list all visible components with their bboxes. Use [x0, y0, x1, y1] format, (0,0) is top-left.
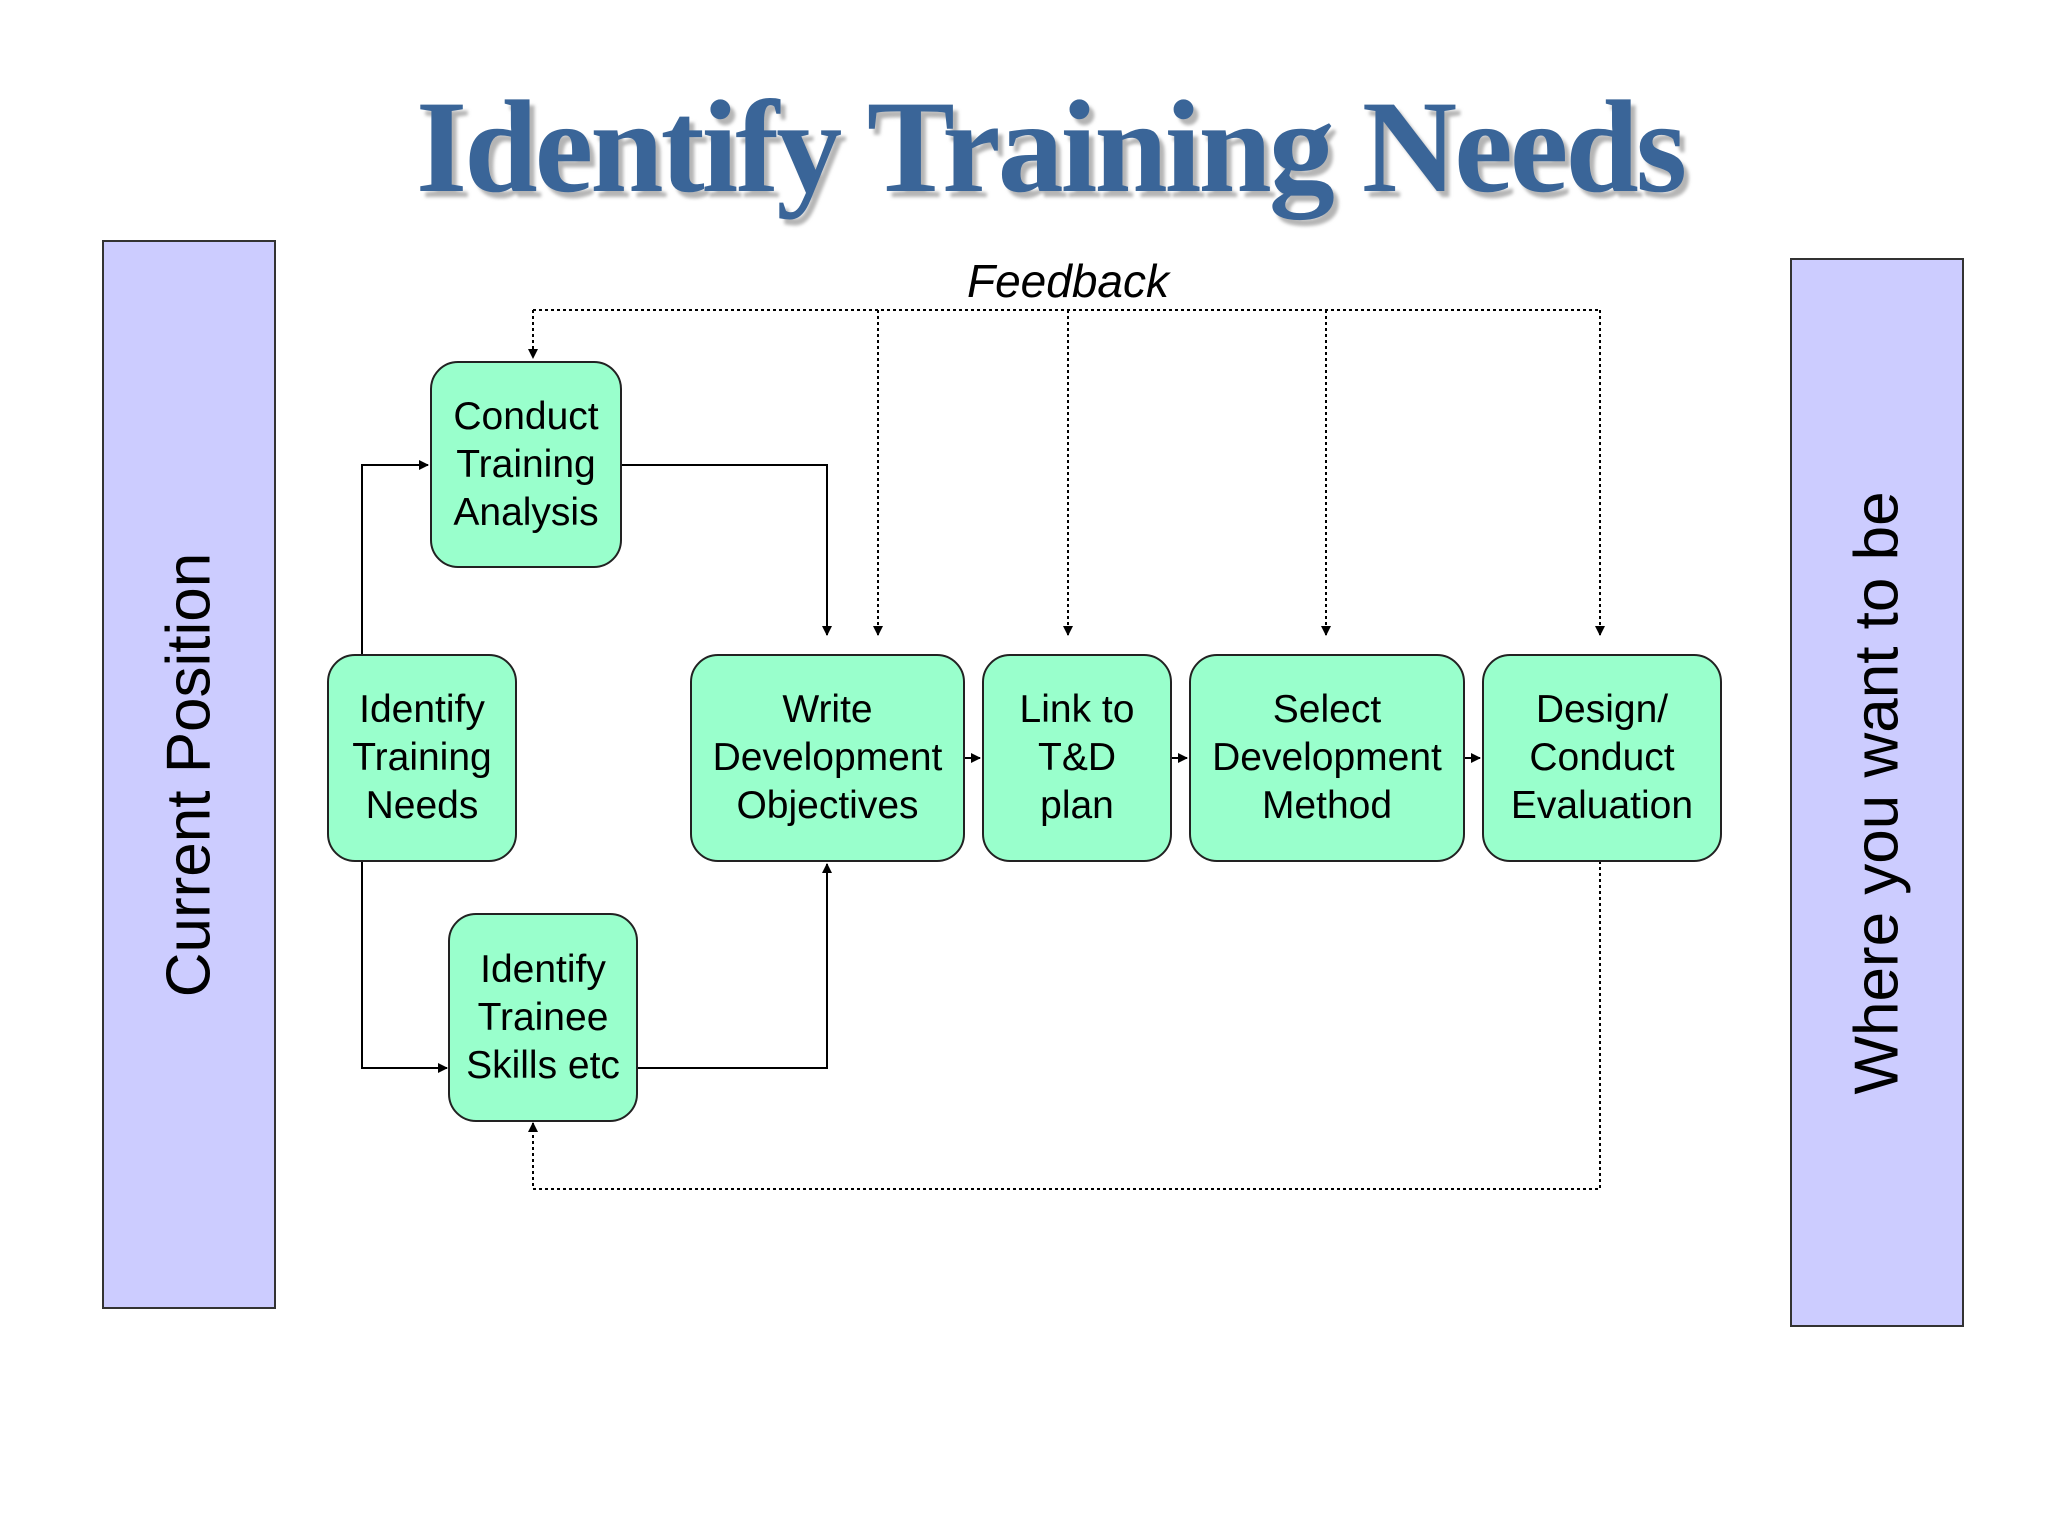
- feedback-loop-top: [528, 309, 1605, 636]
- arrow-needs-to-analysis: [361, 460, 429, 655]
- feedback-loop-bottom: [528, 861, 1601, 1190]
- page-title: Identify Training Needs: [415, 73, 1687, 220]
- node-identify-trainee-skills: Identify Trainee Skills etc: [448, 913, 638, 1122]
- current-position-bar: Current Position: [102, 240, 276, 1309]
- node-conduct-training-analysis: Conduct Training Analysis: [430, 361, 622, 568]
- arrow-needs-to-skills: [361, 861, 448, 1073]
- node-identify-training-needs: Identify Training Needs: [327, 654, 517, 862]
- arrow-skills-to-objectives: [638, 863, 832, 1069]
- node-write-development-objectives: Write Development Objectives: [690, 654, 965, 862]
- feedback-arrow-trainee-skills: [528, 861, 1601, 1190]
- process-flow: [361, 460, 1481, 1073]
- arrow-analysis-to-objectives: [620, 464, 832, 636]
- where-you-want-to-be-bar: Where you want to be: [1790, 258, 1964, 1327]
- node-select-development-method: Select Development Method: [1189, 654, 1465, 862]
- node-link-to-td-plan: Link to T&D plan: [982, 654, 1172, 862]
- node-design-conduct-evaluation: Design/ Conduct Evaluation: [1482, 654, 1722, 862]
- feedback-label: Feedback: [967, 255, 1170, 307]
